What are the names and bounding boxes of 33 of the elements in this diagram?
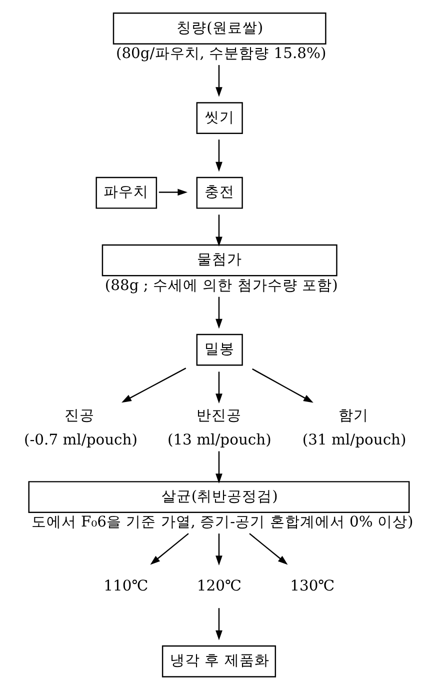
node-text: 130℃ <box>290 577 335 594</box>
arrow <box>150 533 189 565</box>
arrow <box>216 534 222 566</box>
node-label: (31 ml/pouch) <box>302 431 406 448</box>
node-box: 냉각 후 제품화 <box>162 645 276 678</box>
arrow <box>216 296 222 329</box>
node-box: 살균(취반공정검) <box>28 481 410 513</box>
node-text: 120℃ <box>196 577 242 594</box>
node-label: 도에서 F₀6을 기준 가열, 증기-공기 혼합계에서 0% 이상) <box>31 514 414 531</box>
arrow <box>249 533 288 565</box>
arrow <box>122 368 186 403</box>
arrow <box>216 608 222 640</box>
arrow <box>216 65 222 97</box>
node-box: 밀봉 <box>196 334 243 366</box>
arrow <box>216 214 222 247</box>
node-box: 물첨가 <box>102 244 338 276</box>
node-text: 함기 <box>338 406 369 424</box>
node-label: (88g ; 수세에 의한 첨가수량 포함) <box>104 276 338 294</box>
arrow <box>216 372 222 404</box>
arrow <box>158 188 188 196</box>
node-text: 진공 <box>64 406 94 424</box>
node-text: 반진공 <box>196 406 242 424</box>
node-box: 충전 <box>196 176 243 209</box>
node-box: 씻기 <box>196 102 243 134</box>
arrow <box>216 451 222 484</box>
node-label: (80g/파우치, 수분함량 15.8%) <box>116 45 326 62</box>
arrow <box>216 140 222 172</box>
node-label: (-0.7 ml/pouch) <box>24 431 138 448</box>
node-label: (13 ml/pouch) <box>167 431 272 448</box>
arrow <box>252 368 314 403</box>
node-box: 파우치 <box>96 176 158 209</box>
node-text: 110℃ <box>104 577 148 594</box>
node-box: 칭량(원료쌀) <box>112 12 326 44</box>
